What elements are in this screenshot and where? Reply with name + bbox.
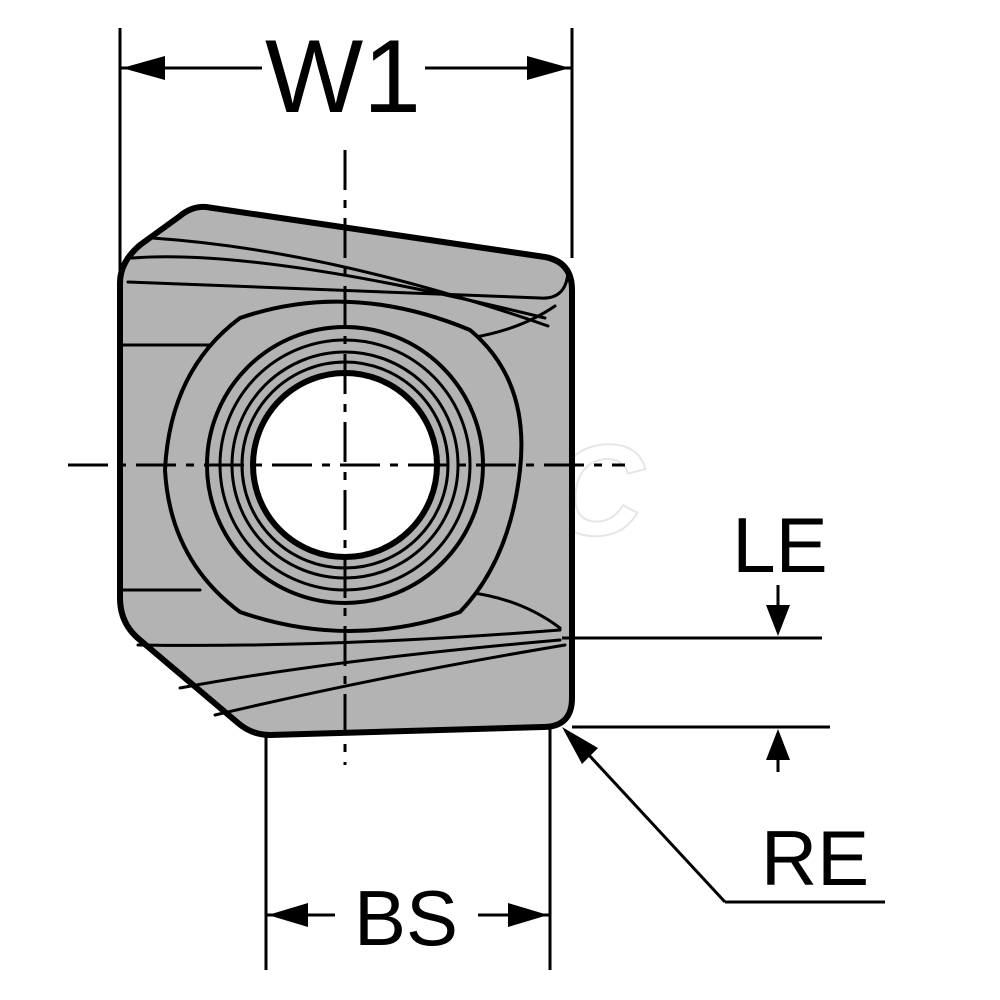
re-leader xyxy=(562,727,885,904)
le-arrow-top xyxy=(766,605,790,636)
w1-arrow-left xyxy=(122,56,165,80)
w1-arrow-right xyxy=(527,56,570,80)
bottom-rake-face xyxy=(136,628,567,717)
le-arrow-bottom xyxy=(766,729,790,760)
re-label: RE xyxy=(761,814,869,902)
bs-arrow-right xyxy=(508,903,548,927)
re-leader-diagonal xyxy=(573,738,727,904)
bs-arrow-left xyxy=(268,903,308,927)
re-arrow xyxy=(562,727,598,764)
top-rake-face-2 xyxy=(150,236,550,328)
center-lines xyxy=(68,150,625,765)
w1-dimension xyxy=(118,28,574,275)
le-label: LE xyxy=(732,501,827,589)
bs-dimension xyxy=(264,728,552,970)
w1-label: W1 xyxy=(265,19,421,135)
le-dimension xyxy=(562,585,830,772)
bs-label: BS xyxy=(354,874,458,962)
